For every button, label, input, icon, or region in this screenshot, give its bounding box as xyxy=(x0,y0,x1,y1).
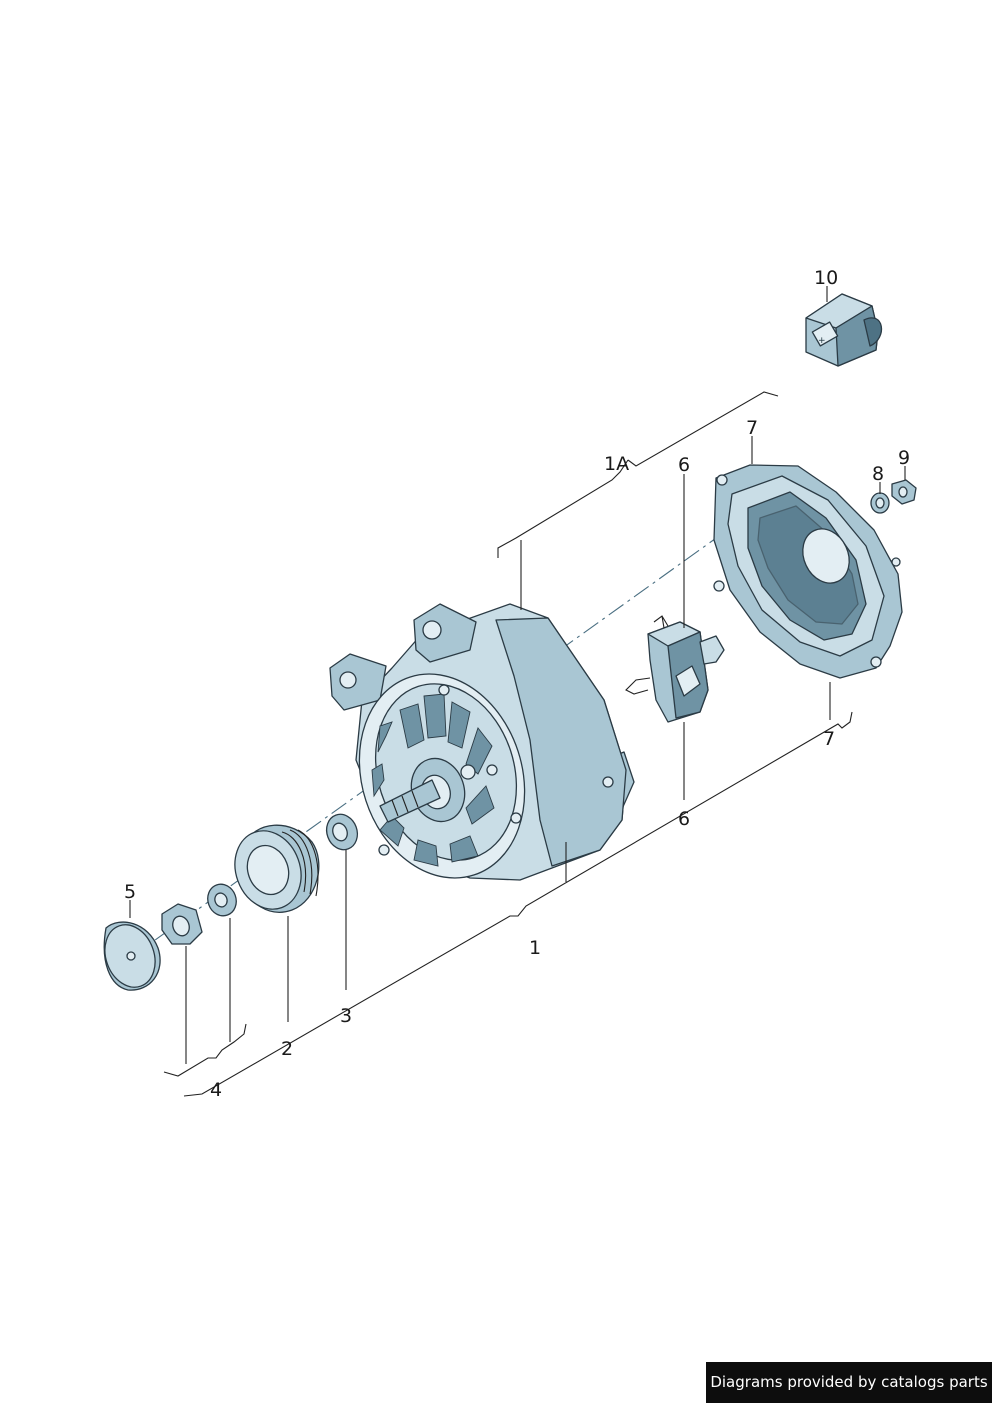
part-3-spacer-ring[interactable] xyxy=(322,810,363,854)
part-5-cover-cap[interactable] xyxy=(97,918,164,995)
part-9-nut[interactable] xyxy=(891,479,917,505)
callout-1: 1 xyxy=(529,937,541,959)
part-7-rear-cover[interactable] xyxy=(713,464,903,679)
callout-5: 5 xyxy=(124,881,136,903)
part-4-washer[interactable] xyxy=(203,880,240,920)
part-4-nut[interactable] xyxy=(161,903,203,945)
part-1-alternator[interactable] xyxy=(329,603,635,900)
callout-4: 4 xyxy=(210,1079,222,1101)
callout-10: 10 xyxy=(814,267,838,289)
callout-1a: 1A xyxy=(604,453,629,475)
part-6-voltage-regulator[interactable] xyxy=(625,615,725,723)
callout-7-top: 7 xyxy=(746,417,758,439)
callout-6-bottom: 6 xyxy=(678,808,690,830)
credit-banner[interactable]: Diagrams provided by catalogs parts xyxy=(706,1362,992,1403)
callout-7-bottom: 7 xyxy=(823,728,835,750)
leader-lines xyxy=(129,286,906,1097)
part-10-connector[interactable]: + xyxy=(805,293,883,367)
callout-9: 9 xyxy=(898,447,910,469)
part-8-washer[interactable] xyxy=(870,492,890,514)
callout-8: 8 xyxy=(872,463,884,485)
callout-3: 3 xyxy=(340,1005,352,1027)
svg-text:+: + xyxy=(818,336,826,346)
callout-labels: 10 1A 6 7 8 9 7 6 5 1 3 2 4 xyxy=(124,267,910,1101)
callout-6-top: 6 xyxy=(678,454,690,476)
callout-2: 2 xyxy=(281,1038,293,1060)
part-2-pulley[interactable] xyxy=(224,821,320,918)
